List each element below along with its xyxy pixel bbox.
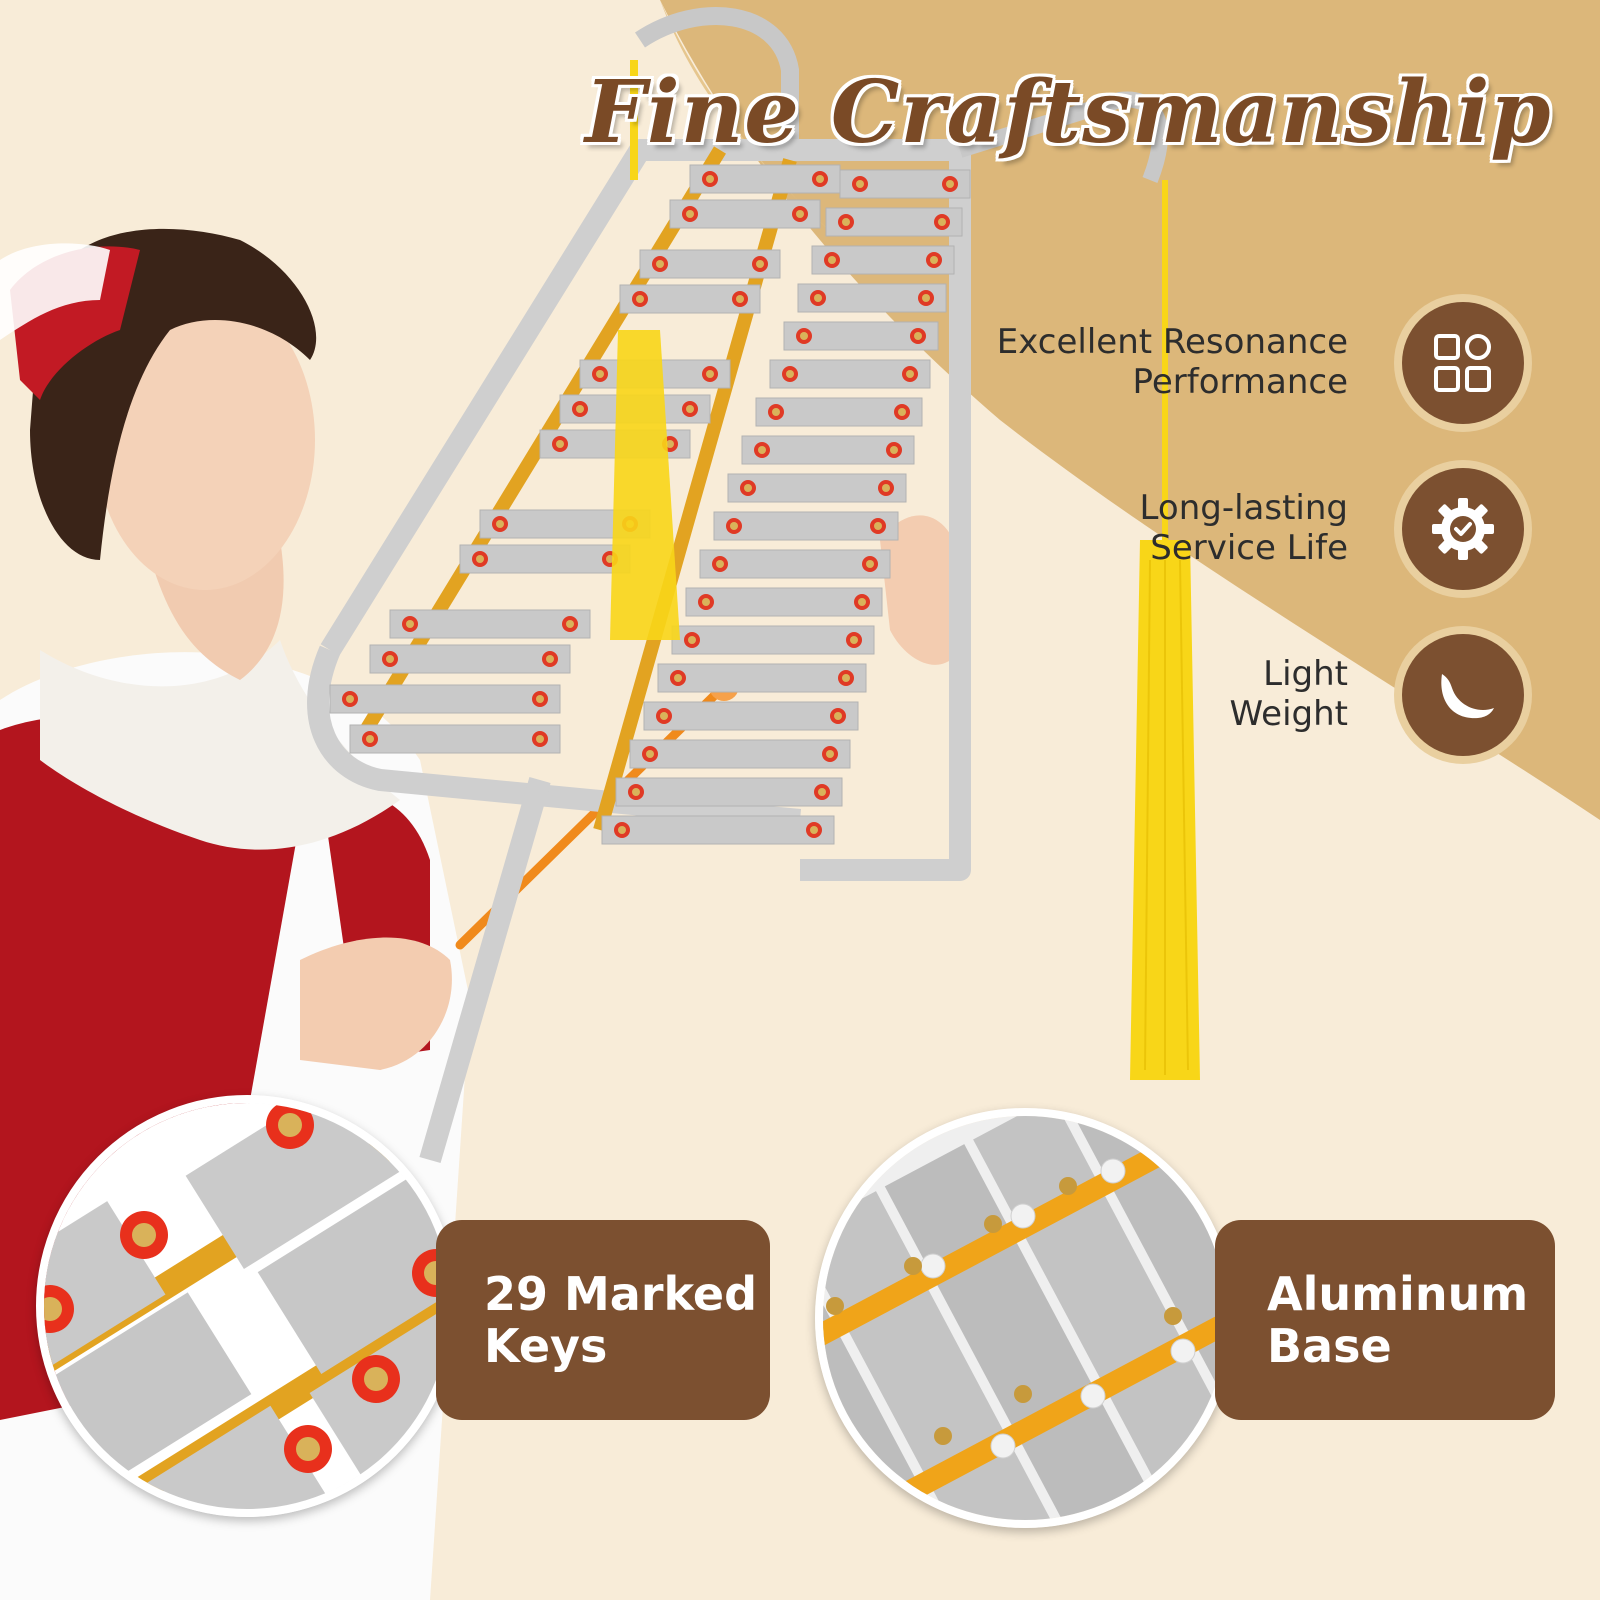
feather-icon xyxy=(1402,634,1524,756)
bar-right-3 xyxy=(811,245,955,275)
zoom-marked-keys xyxy=(36,1095,458,1517)
bar-left-11 xyxy=(369,644,571,674)
bar-right-12 xyxy=(685,587,883,617)
feature-resonance-line2: Performance xyxy=(1132,362,1348,402)
grid-icon xyxy=(1402,302,1524,424)
bar-right-16 xyxy=(629,739,851,769)
bar-left-12 xyxy=(329,684,561,714)
feature-service-life: Long-lasting Service Life xyxy=(1140,488,1348,568)
callout-aluminum-base-line2: Base xyxy=(1267,1319,1392,1373)
bar-right-7 xyxy=(755,397,923,427)
gear-check-icon xyxy=(1402,468,1524,590)
bar-right-8 xyxy=(741,435,915,465)
callout-marked-keys: 29 Marked Keys xyxy=(436,1220,770,1420)
feature-resonance-line1: Excellent Resonance xyxy=(996,322,1348,362)
bar-right-4 xyxy=(797,283,947,313)
bar-right-2 xyxy=(825,207,963,237)
bar-right-18 xyxy=(601,815,835,845)
callout-marked-keys-line1: 29 Marked xyxy=(484,1267,758,1321)
bar-left-10 xyxy=(389,609,591,639)
bar-right-9 xyxy=(727,473,907,503)
bar-left-9 xyxy=(459,544,631,574)
bar-left-4 xyxy=(619,284,761,314)
bar-right-13 xyxy=(671,625,875,655)
feature-light-weight-line1: Light xyxy=(1263,654,1348,694)
feature-service-life-line1: Long-lasting xyxy=(1139,488,1348,528)
bar-left-2 xyxy=(669,199,821,229)
feature-light-weight-line2: Weight xyxy=(1229,694,1348,734)
feature-service-life-line2: Service Life xyxy=(1150,528,1348,568)
bar-right-5 xyxy=(783,321,939,351)
feature-resonance: Excellent Resonance Performance xyxy=(997,322,1348,402)
page-title: Fine Craftsmanship xyxy=(585,62,1552,163)
bar-right-17 xyxy=(615,777,843,807)
bar-right-11 xyxy=(699,549,891,579)
bar-left-1 xyxy=(689,164,841,194)
bar-left-13 xyxy=(349,724,561,754)
bar-right-1 xyxy=(839,169,971,199)
zoom-aluminum-base xyxy=(815,1108,1235,1528)
bar-right-6 xyxy=(769,359,931,389)
feature-light-weight: Light Weight xyxy=(1230,654,1348,734)
callout-aluminum-base-line1: Aluminum xyxy=(1267,1267,1529,1321)
bar-right-15 xyxy=(643,701,859,731)
callout-marked-keys-line2: Keys xyxy=(484,1319,608,1373)
callout-aluminum-base: Aluminum Base xyxy=(1215,1220,1555,1420)
bar-right-10 xyxy=(713,511,899,541)
bar-left-3 xyxy=(639,249,781,279)
bar-right-14 xyxy=(657,663,867,693)
